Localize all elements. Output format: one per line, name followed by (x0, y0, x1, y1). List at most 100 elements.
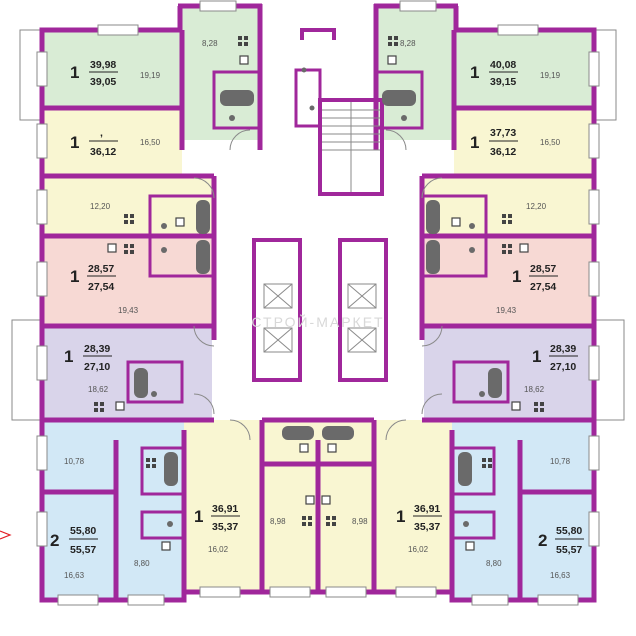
watermark: СТРОЙ-МАРКЕТ (251, 313, 384, 330)
elevator-car-2 (263, 327, 293, 353)
elevator-car-1-x2 (263, 283, 293, 309)
window-l-2 (36, 123, 48, 159)
door-1 (229, 129, 251, 151)
rooms-count: 1 (396, 507, 405, 526)
room-area: 18,62 (524, 385, 545, 394)
window-b-8 (537, 594, 579, 606)
room-fill-bc-right (318, 420, 452, 592)
rooms-count: 1 (470, 63, 479, 82)
elevator-car-4-x2 (347, 327, 377, 353)
room-area: 16,63 (64, 571, 85, 580)
room-fill-bc-left (184, 420, 318, 592)
bath-br-2 (450, 510, 496, 540)
door-8 (421, 393, 443, 415)
door-2 (385, 129, 407, 151)
room-area: 16,02 (408, 545, 429, 554)
living-area: 35,37 (414, 521, 440, 533)
room-fill-l-cream-2 (42, 176, 212, 236)
bath-br (450, 446, 496, 496)
total-area: 39,98 (90, 59, 116, 71)
bathtub-icon (488, 368, 502, 398)
bathtub-icon (458, 452, 472, 486)
bathtub-icon (322, 426, 354, 440)
door-9 (229, 419, 251, 441)
room-area: 8,80 (486, 559, 502, 568)
room-area: 12,20 (90, 202, 111, 211)
elevator-car-4 (347, 327, 377, 353)
room-area: 8,80 (134, 559, 150, 568)
room-fill-br-blue (452, 420, 594, 600)
total-area: 40,08 (490, 59, 516, 71)
room-area: 8,28 (202, 39, 218, 48)
room-fill-l-cream (42, 108, 182, 176)
apartment-labels: 1 39,98 39,05 19,19 8,28 1 40,08 39,15 1… (50, 39, 584, 580)
room-area: 19,19 (540, 71, 561, 80)
stair-steps (322, 102, 380, 192)
toilet-icon (107, 55, 529, 551)
total-area: 36,91 (212, 503, 238, 515)
room-area: 8,98 (352, 517, 368, 526)
rooms-count: 1 (70, 267, 79, 286)
window-t-4 (497, 24, 539, 36)
room-area: 10,78 (64, 457, 85, 466)
bathtub-icon (426, 200, 440, 234)
rooms-count: 2 (50, 531, 59, 550)
bath-bl-2 (140, 510, 186, 540)
total-area: 28,57 (88, 263, 114, 275)
window-l-5 (36, 345, 48, 381)
total-area: 28,57 (530, 263, 556, 275)
room-area: 12,20 (526, 202, 547, 211)
room-fills (42, 6, 594, 600)
living-area: 35,37 (212, 521, 238, 533)
bathtub-icon (134, 368, 148, 398)
total-area: 36,91 (414, 503, 440, 515)
core-stair-walls (300, 28, 336, 40)
window-t-3 (399, 0, 437, 12)
window-l-7 (36, 511, 48, 547)
elevator-car-3 (347, 283, 377, 309)
door-5 (193, 325, 215, 347)
room-fill-tl-green (42, 30, 182, 108)
window-r-6 (588, 435, 600, 471)
bath-bl (140, 446, 186, 496)
window-t-2 (199, 0, 237, 12)
window-l-1 (36, 51, 48, 87)
rooms-count: 1 (470, 133, 479, 152)
rooms-count: 1 (512, 267, 521, 286)
bath-l-lav (126, 360, 184, 404)
core-wc-room (294, 68, 322, 128)
bath-l-pink (148, 234, 216, 278)
room-area: 16,63 (550, 571, 571, 580)
rooms-count: 1 (532, 347, 541, 366)
elevator-car-3-x2 (347, 283, 377, 309)
rooms-count: 1 (64, 347, 73, 366)
bathtub-icon (196, 200, 210, 234)
total-area: , (100, 127, 103, 139)
core (252, 28, 388, 382)
rooms-count: 1 (194, 507, 203, 526)
stove-icon (94, 36, 544, 526)
window-b-4 (269, 586, 311, 598)
bath-r-pink (420, 234, 488, 278)
living-area: 39,15 (490, 76, 516, 88)
door-3 (193, 177, 215, 199)
bath-walls (126, 70, 510, 540)
door-7 (193, 393, 215, 415)
total-area: 28,39 (84, 343, 110, 355)
entrance-arrow-icon (0, 530, 12, 540)
room-area: 8,28 (400, 39, 416, 48)
elevator-left-shaft (252, 238, 302, 382)
window-b-5 (325, 586, 367, 598)
bathtub-icon (282, 426, 314, 440)
bath-tl (212, 70, 262, 130)
room-area: 19,43 (496, 306, 517, 315)
outline-left (19, 29, 42, 121)
bathtub-icon (426, 240, 440, 274)
window-r-3 (588, 189, 600, 225)
room-area: 19,19 (140, 71, 161, 80)
room-area: 8,98 (270, 517, 286, 526)
bathtub-icon (382, 90, 416, 106)
window-r-7 (588, 511, 600, 547)
bathtub-icon (164, 452, 178, 486)
